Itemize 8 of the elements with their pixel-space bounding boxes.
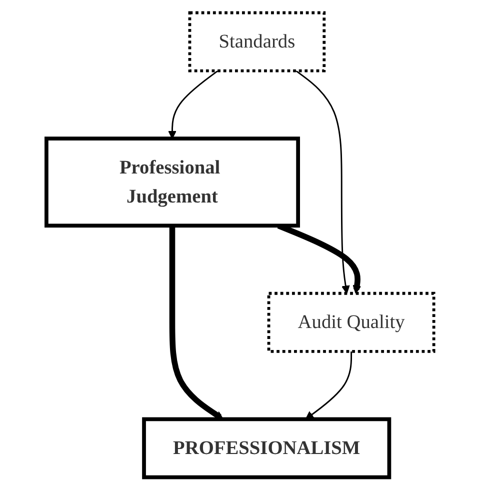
node-box: Standards — [188, 11, 326, 72]
arrow — [296, 70, 350, 294]
node-box: Professional Judgement — [44, 136, 300, 228]
node-box: PROFESSIONALISM — [142, 417, 392, 480]
arrow — [168, 70, 219, 139]
arrow — [170, 226, 224, 420]
arrow — [306, 351, 352, 420]
node-box: Audit Quality — [268, 292, 436, 353]
